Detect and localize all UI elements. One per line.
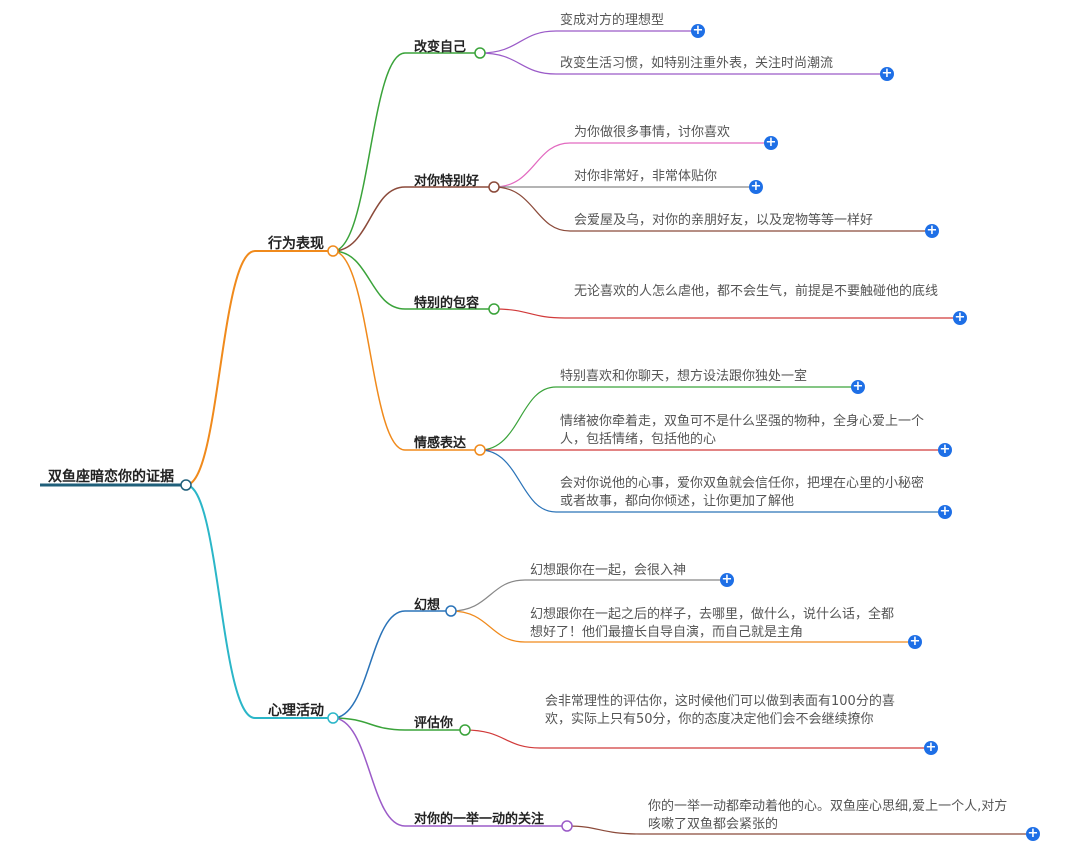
leaf-text: 幻想跟你在一起，会很入神 — [530, 563, 687, 578]
leaf-text: 会非常理性的评估你，这时候他们可以做到表面有100分的喜欢，实际上只有50分，你… — [545, 694, 895, 727]
leaf-text: 幻想跟你在一起之后的样子，去哪里，做什么，说什么话，全都想好了！他们最擅长自导自… — [530, 607, 895, 640]
plus-circle-icon[interactable]: + — [953, 310, 967, 325]
leaf-text: 为你做很多事情，讨你喜欢 — [574, 125, 731, 140]
node-extra-nice[interactable]: 对你特别好 — [414, 174, 480, 189]
plus-circle-icon[interactable]: + — [908, 634, 922, 649]
plus-circle-icon[interactable]: + — [924, 740, 938, 755]
plus-circle-icon[interactable]: + — [925, 223, 939, 238]
leaf-text: 会对你说他的心事，爱你双鱼就会信任你，把埋在心里的小秘密或者故事，都向你倾述，让… — [560, 476, 925, 509]
node-evaluate[interactable]: 评估你 — [414, 716, 454, 731]
leaf-text: 情绪被你牵着走，双鱼可不是什么坚强的物种，全身心爱上一个人，包括情绪，包括他的心 — [560, 414, 925, 447]
node-change-self[interactable]: 改变自己 — [414, 40, 467, 55]
plus-circle-icon[interactable]: + — [749, 179, 763, 194]
leaf-text: 对你非常好，非常体贴你 — [574, 169, 718, 184]
node-emotion[interactable]: 情感表达 — [414, 436, 467, 451]
branch-behavior[interactable]: 行为表现 — [268, 236, 324, 252]
leaf-text: 会爱屋及乌，对你的亲朋好友，以及宠物等等一样好 — [574, 213, 874, 228]
root-node[interactable]: 双鱼座暗恋你的证据 — [48, 469, 174, 485]
plus-circle-icon[interactable]: + — [764, 135, 778, 150]
plus-circle-icon[interactable]: + — [691, 23, 705, 38]
leaf-text: 无论喜欢的人怎么虐他，都不会生气，前提是不要触碰他的底线 — [574, 284, 939, 299]
leaf-text: 特别喜欢和你聊天，想方设法跟你独处一室 — [560, 369, 808, 384]
node-fantasy[interactable]: 幻想 — [414, 598, 441, 613]
leaf-text: 变成对方的理想型 — [560, 13, 665, 28]
plus-circle-icon[interactable]: + — [720, 572, 734, 587]
plus-circle-icon[interactable]: + — [938, 504, 952, 519]
plus-circle-icon[interactable]: + — [851, 379, 865, 394]
plus-circle-icon[interactable]: + — [938, 442, 952, 457]
leaf-text: 改变生活习惯，如特别注重外表，关注时尚潮流 — [560, 56, 834, 71]
node-attention[interactable]: 对你的一举一动的关注 — [414, 812, 545, 827]
plus-circle-icon[interactable]: + — [1026, 826, 1040, 841]
plus-circle-icon[interactable]: + — [880, 66, 894, 81]
leaf-text: 你的一举一动都牵动着他的心。双鱼座心思细,爱上一个人,对方咳嗽了双鱼都会紧张的 — [648, 799, 1008, 832]
branch-psychology[interactable]: 心理活动 — [268, 703, 324, 719]
node-tolerance[interactable]: 特别的包容 — [414, 296, 480, 311]
